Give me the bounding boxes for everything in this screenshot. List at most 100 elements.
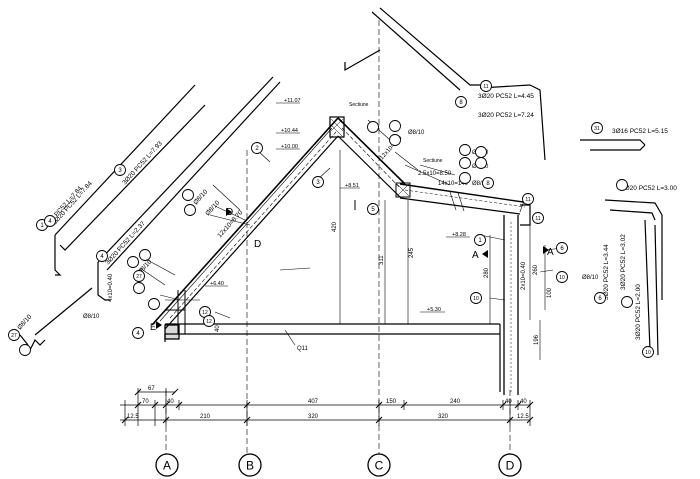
svg-text:8: 8 <box>486 181 490 187</box>
elev-3: +8.51 <box>345 183 359 189</box>
section-letters: Q11 D D A A E Sectiune Sectiune <box>150 102 554 352</box>
bar-shapes-top-right <box>344 7 663 356</box>
bar-shapes-left <box>19 76 281 351</box>
grid-axis-B: B <box>238 453 262 477</box>
dim-row2-0: 70 <box>142 399 149 405</box>
svg-text:10: 10 <box>645 350 651 356</box>
height-4: 260 <box>533 264 539 275</box>
svg-text:27: 27 <box>136 274 142 280</box>
svg-text:10: 10 <box>559 275 565 281</box>
svg-text:4: 4 <box>48 219 52 225</box>
height-7: 40 <box>215 325 221 332</box>
stirrup-spacing-5: 2x10=0.40 <box>521 261 527 290</box>
svg-text:6: 6 <box>598 296 602 302</box>
height-1: 311 <box>379 255 385 265</box>
callout-10b: 3Ø20 PC52 L=2.00 <box>635 284 642 340</box>
svg-text:27: 27 <box>11 333 17 339</box>
svg-text:8: 8 <box>459 100 463 106</box>
svg-text:6: 6 <box>560 246 564 252</box>
marker-numbers: 1 3 4 4 27 27 4 12 2 3 5 11 8 8 31 6 10 … <box>11 84 651 356</box>
dim-row2-3: 150 <box>386 399 397 405</box>
dim-row2-6: 40 <box>520 399 527 405</box>
dim-67: 67 <box>148 386 155 392</box>
svg-text:3: 3 <box>316 180 320 186</box>
callout-11b: Ø8/10 <box>582 275 599 281</box>
callout-4: 3Ø20 PC52 L=2.37 <box>104 220 147 266</box>
dim-row3-2: 320 <box>308 414 319 420</box>
grid-axis-A: A <box>155 453 179 477</box>
rebar-callouts-rafter: Ø8/10 Ø8/10 12x10=8.70 Ø8/10 <box>136 188 244 276</box>
dashed-verticals <box>165 20 511 460</box>
section-arrows <box>156 208 549 329</box>
elev-2: +10.00 <box>281 144 298 150</box>
beam-node <box>395 182 411 198</box>
callout-3: 3Ø20 PC52 L=7.84 <box>51 180 94 226</box>
callout-9: 3Ø20 PC52 L=3.00 <box>621 185 677 192</box>
svg-text:12: 12 <box>202 310 208 316</box>
height-dims <box>165 150 546 360</box>
grid-axis-D: D <box>498 453 522 477</box>
rebar-lines <box>159 127 465 322</box>
height-labels: 420 311 245 280 260 100 196 40 <box>215 221 553 345</box>
svg-text:10: 10 <box>473 296 479 302</box>
section-d-bottom: D <box>254 239 261 250</box>
svg-text:11: 11 <box>535 216 540 222</box>
height-2: 245 <box>409 247 415 258</box>
height-3: 280 <box>484 267 490 278</box>
dim-row2-5: 40 <box>505 399 512 405</box>
svg-text:11: 11 <box>525 197 530 203</box>
elev-4: +8.28 <box>452 232 466 238</box>
rebar-callouts-top: 3Ø20 PC52 L=4.45 3Ø20 PC52 L=7.24 3Ø16 P… <box>379 93 677 192</box>
section-a-right: A <box>547 247 554 258</box>
callout-8: 3Ø20 PC52 L=7.24 <box>478 112 534 119</box>
callout-stirrup-a: Ø8/10 <box>192 188 209 206</box>
dim-row3-4: 12.5 <box>517 414 529 420</box>
rebar-callouts-right-vertical: 3Ø20 PC52 L=2.00 3Ø20 PC52 L=3.44 3Ø20 P… <box>83 234 642 340</box>
section-marker-1: Sectiune <box>349 102 369 108</box>
dimension-ticks <box>121 388 534 424</box>
dim-row2-1: 40 <box>167 399 174 405</box>
callout-6: 3Ø20 PC52 L=3.44 <box>603 244 610 300</box>
stirrup-spacing-6: 4x10=0.40 <box>108 273 114 302</box>
svg-text:4: 4 <box>100 254 104 260</box>
svg-text:1: 1 <box>40 223 44 229</box>
section-a-left: A <box>472 250 479 261</box>
marker-circles <box>8 80 654 358</box>
elevation-labels: +11.07 +10.44 +10.00 +8.51 +8.28 +6.40 +… <box>205 98 470 313</box>
callout-2: 3Ø20 PC52 L=7.93 <box>121 140 164 186</box>
dim-row3-0: 12.5 <box>127 414 139 420</box>
label-q11: Q11 <box>297 346 309 352</box>
callout-31: 3Ø16 PC52 L=5.15 <box>612 128 668 135</box>
dim-row2-2: 407 <box>308 399 319 405</box>
rebar-callouts-left: 3Ø20 PC52 L=7.84 3Ø20 PC52 L=7.93 3Ø20 P… <box>16 140 164 331</box>
dimension-lines <box>120 388 531 426</box>
axis-label-C: C <box>375 459 384 473</box>
callout-18: Ø8/10 <box>83 314 100 320</box>
svg-text:2: 2 <box>255 146 259 152</box>
svg-text:11: 11 <box>483 84 488 90</box>
callout-32: Ø8/10 <box>472 181 489 187</box>
height-5: 100 <box>547 287 553 298</box>
height-0: 420 <box>332 221 338 232</box>
elev-1: +10.44 <box>281 128 298 134</box>
dim-row3-3: 320 <box>438 414 449 420</box>
callout-27: Ø8/10 <box>16 313 33 331</box>
callout-28: Ø8/10 <box>408 130 425 136</box>
label-e: E <box>150 322 156 332</box>
callout-stirrup-b: Ø8/10 <box>204 199 221 217</box>
ridge-node <box>329 116 345 138</box>
axis-label-A: A <box>163 459 171 473</box>
svg-text:12: 12 <box>206 319 212 325</box>
joint-hatching <box>330 118 410 197</box>
roof-frame <box>151 116 531 395</box>
axis-label-D: D <box>506 459 515 473</box>
section-marker-2: Sectiune <box>423 158 443 164</box>
axis-label-B: B <box>246 459 254 473</box>
svg-text:5: 5 <box>371 207 375 213</box>
stirrup-spacing-2: 2.5x10=8.50 <box>418 171 452 177</box>
svg-text:3: 3 <box>118 168 122 174</box>
dim-row2-4: 240 <box>450 399 461 405</box>
grid-axis-C: C <box>367 453 391 477</box>
